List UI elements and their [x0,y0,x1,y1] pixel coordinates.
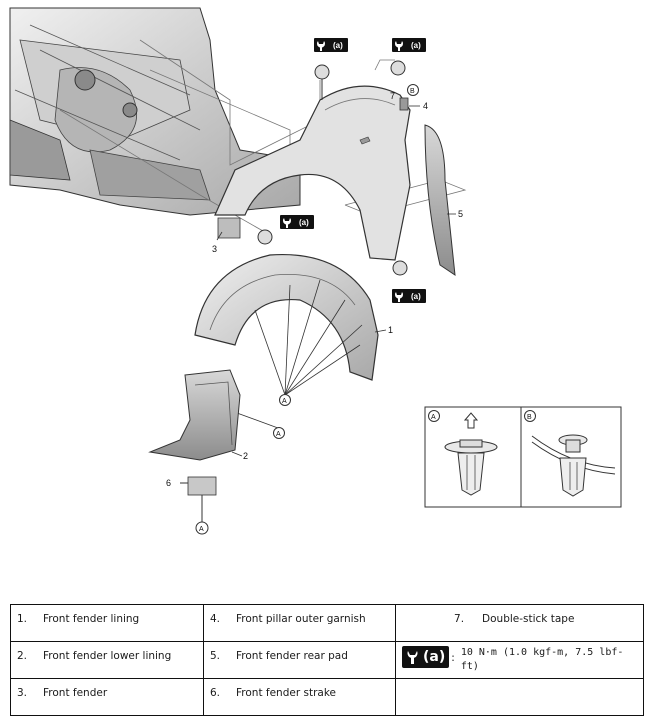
legend-text: Front pillar outer garnish [236,613,366,625]
torque-symbol-label: (a) [423,649,446,665]
front-fender-lining [194,253,379,381]
torque-wrench-icon: (a) [392,289,426,303]
svg-text:B: B [410,88,415,95]
front-fender-lower-lining [148,369,241,461]
legend-cell: (a) : 10 N·m (1.0 kgf-m, 7.5 lbf-ft) [395,641,644,679]
torque-wrench-icon: (a) [402,646,450,668]
clip-detail-inset: A B [424,406,622,508]
part-callouts: 1 2 3 4 5 6 7 [166,91,463,488]
parts-legend-table: 1. Front fender lining 4. Front pillar out… [10,604,644,716]
exploded-parts-diagram: (a) (a) (a) (a) 1 2 [9,7,622,535]
front-pillar-outer-garnish [399,97,409,111]
svg-text:A: A [276,431,281,438]
svg-text:A: A [282,398,287,405]
front-fender-rear-pad [424,124,456,277]
torque-value: 10 N·m (1.0 kgf-m, 7.5 lbf-ft) [460,647,624,672]
legend-text: Front fender lower lining [43,650,172,662]
legend-cell [395,678,644,716]
torque-wrench-icon: (a) [280,215,314,229]
legend-row: 3. Front fender 6. Front fender strake [10,678,644,716]
svg-text:5: 5 [458,209,463,219]
front-fender [214,85,411,261]
legend-cell: 3. Front fender [10,678,204,716]
svg-text:7: 7 [390,91,395,101]
clip-marker-a: A [195,521,209,535]
bolt-top-right [390,60,406,76]
svg-text:2: 2 [243,451,248,461]
clip-a-icon [444,412,498,496]
legend-num: 3. [17,687,28,699]
legend-cell: 5. Front fender rear pad [202,641,397,679]
legend-num: 5. [210,650,221,662]
legend-num: 4. [210,613,221,625]
clip-marker-a: A [273,427,285,439]
legend-num: 7. [454,613,465,625]
legend-cell: 7. Double-stick tape [395,604,644,642]
svg-text:A: A [431,414,436,421]
svg-text:(a): (a) [299,218,309,227]
legend-row: 1. Front fender lining 4. Front pillar out… [10,604,644,642]
bolt-bottom-right [392,260,408,276]
vehicle-body-structure [9,7,301,216]
legend-text: Front fender [43,687,108,699]
svg-text:(a): (a) [411,292,421,301]
clip-b-icon [531,434,616,497]
svg-text:A: A [199,526,204,533]
torque-wrench-icon: (a) [392,38,426,52]
legend-text: Double-stick tape [482,613,575,625]
legend-text: Front fender rear pad [236,650,348,662]
front-fender-strake [180,476,217,522]
bolt-top-left [314,64,330,100]
legend-text: Front fender lining [43,613,140,625]
svg-text:(a): (a) [411,41,421,50]
legend-cell: 2. Front fender lower lining [10,641,204,679]
svg-text:(a): (a) [333,41,343,50]
svg-text:B: B [527,414,532,421]
svg-text:4: 4 [423,101,428,111]
legend-num: 1. [17,613,28,625]
svg-text:3: 3 [212,244,217,254]
clip-marker-b: B [407,84,419,96]
legend-text: Front fender strake [236,687,336,699]
bolt-mid-left [257,229,273,245]
torque-wrench-icon: (a) [314,38,348,52]
svg-text:6: 6 [166,478,171,488]
legend-num: 2. [17,650,28,662]
legend-cell: 6. Front fender strake [202,678,397,716]
legend-num: 6. [210,687,221,699]
legend-cell: 1. Front fender lining [10,604,204,642]
clip-marker-a: A [279,394,291,406]
svg-text:1: 1 [388,325,393,335]
legend-row: 2. Front fender lower lining 5. Front fend… [10,641,644,679]
legend-cell: 4. Front pillar outer garnish [202,604,397,642]
clip-leader-lines [214,279,363,429]
